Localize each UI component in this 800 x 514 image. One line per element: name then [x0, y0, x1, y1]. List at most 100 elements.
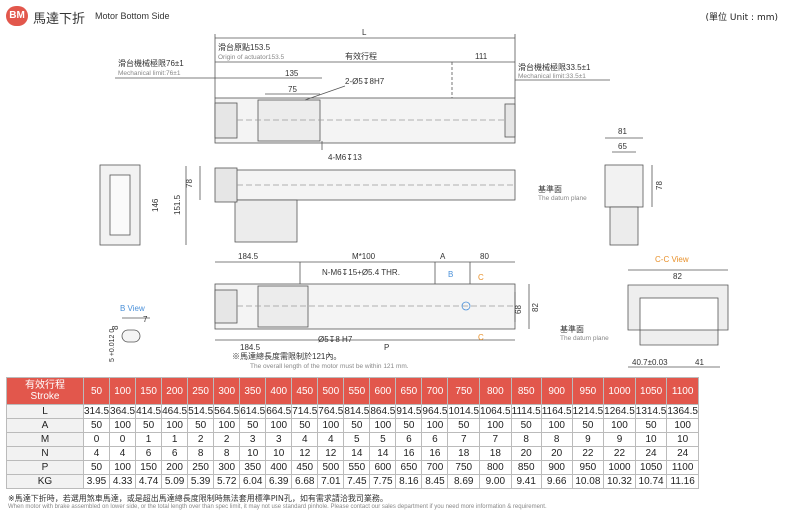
footnote-cn: ※馬達下折時，若選用煞車馬達，或是超出馬達總長度限制時無法套用標準PIN孔，如有… [8, 494, 388, 503]
footnote-en: When motor with brake assembled on lower… [8, 504, 547, 510]
table-cell: 14 [343, 446, 371, 461]
stroke-value: 900 [540, 377, 573, 405]
stroke-value: 650 [395, 377, 423, 405]
stroke-value: 300 [213, 377, 241, 405]
table-cell: 7 [479, 432, 512, 447]
table-cell: 7.75 [369, 474, 397, 489]
table-cell: 4 [317, 432, 345, 447]
top-view-motor [214, 102, 238, 139]
table-cell: 1050 [634, 460, 668, 475]
datum-cc-label: 基準面 [560, 324, 584, 334]
table-cell: 16 [421, 446, 449, 461]
table-cell: 100 [109, 460, 137, 475]
dim-65: 65 [618, 142, 627, 151]
table-cell: 464.5 [161, 404, 189, 419]
table-cell: 950 [571, 460, 605, 475]
stroke-value: 550 [343, 377, 371, 405]
hole-4-label: 4-M6↧13 [328, 153, 362, 162]
row-label: A [6, 418, 84, 433]
table-cell: 5.72 [213, 474, 241, 489]
dim-111: 111 [475, 52, 488, 61]
table-cell: 1264.5 [603, 404, 636, 419]
stroke-value: 50 [82, 377, 111, 405]
stroke-value: 150 [135, 377, 163, 405]
table-cell: 864.5 [369, 404, 397, 419]
table-cell: 9.66 [540, 474, 573, 489]
stroke-value: 350 [239, 377, 267, 405]
table-cell: 22 [603, 446, 636, 461]
table-cell: 350 [239, 460, 267, 475]
c-mark-top: C [478, 273, 484, 282]
table-cell: 100 [109, 418, 137, 433]
page-title: 馬達下折 [33, 12, 86, 27]
table-cell: 50 [291, 418, 319, 433]
table-cell: 664.5 [265, 404, 293, 419]
table-cell: 10 [239, 446, 267, 461]
table-cell: 10.74 [634, 474, 668, 489]
table-cell: 16 [395, 446, 423, 461]
table-cell: 1014.5 [447, 404, 481, 419]
table-cell: 9.00 [479, 474, 512, 489]
table-cell: 4 [291, 432, 319, 447]
technical-drawing: L 滑台原點153.5 Origin of actuator153.5 有效行程… [99, 28, 729, 370]
table-cell: 6 [161, 446, 189, 461]
stroke-value: 600 [369, 377, 397, 405]
table-cell: 14 [369, 446, 397, 461]
stroke-value: 750 [447, 377, 481, 405]
hole-2-label: 2-Ø5↧8H7 [345, 77, 385, 86]
table-cell: 18 [447, 446, 481, 461]
table-cell: 22 [571, 446, 605, 461]
table-cell: 100 [540, 418, 573, 433]
dim-40-7: 40.7±0.03 [632, 358, 668, 367]
table-cell: 900 [540, 460, 573, 475]
dim-L: L [362, 28, 367, 37]
row-label: M [6, 432, 84, 447]
table-cell: 50 [187, 418, 215, 433]
table-cell: 24 [634, 446, 668, 461]
table-cell: 550 [343, 460, 371, 475]
dim-P: P [384, 343, 389, 352]
right-end-view [604, 164, 644, 208]
table-cell: 314.5 [82, 404, 111, 419]
table-cell: 50 [510, 418, 542, 433]
cc-view-label: C-C View [655, 255, 689, 264]
table-cell: 5 [369, 432, 397, 447]
table-cell: 800 [479, 460, 512, 475]
table-cell: 100 [369, 418, 397, 433]
stroke-value: 250 [187, 377, 215, 405]
table-cell: 12 [317, 446, 345, 461]
unit-label: (單位 Unit : mm) [705, 13, 779, 23]
table-cell: 4 [82, 446, 111, 461]
stroke-value: 400 [265, 377, 293, 405]
table-cell: 964.5 [421, 404, 449, 419]
stroke-value: 700 [421, 377, 449, 405]
table-cell: 6 [135, 446, 163, 461]
table-cell: 50 [135, 418, 163, 433]
table-cell: 9.41 [510, 474, 542, 489]
stroke-value: 850 [510, 377, 542, 405]
table-cell: 1314.5 [634, 404, 668, 419]
stroke-header-en: Stroke [30, 391, 60, 402]
table-cell: 8 [213, 446, 241, 461]
table-cell: 100 [213, 418, 241, 433]
table-cell: 6 [395, 432, 423, 447]
table-cell: 714.5 [291, 404, 319, 419]
dim-81: 81 [618, 127, 627, 136]
table-cell: 6 [421, 432, 449, 447]
stroke-value: 100 [109, 377, 137, 405]
table-cell: 3.95 [82, 474, 111, 489]
stroke-value: 1000 [603, 377, 636, 405]
table-cell: 1214.5 [571, 404, 605, 419]
n-thread-label: N-M6↧15+Ø5.4 THR. [322, 268, 400, 277]
table-cell: 50 [634, 418, 668, 433]
table-cell: 414.5 [135, 404, 163, 419]
dim-m100: M*100 [352, 252, 376, 261]
table-cell: 814.5 [343, 404, 371, 419]
side-view-motor [234, 199, 298, 243]
c-mark-bottom: C [478, 333, 484, 342]
table-cell: 5.09 [161, 474, 189, 489]
